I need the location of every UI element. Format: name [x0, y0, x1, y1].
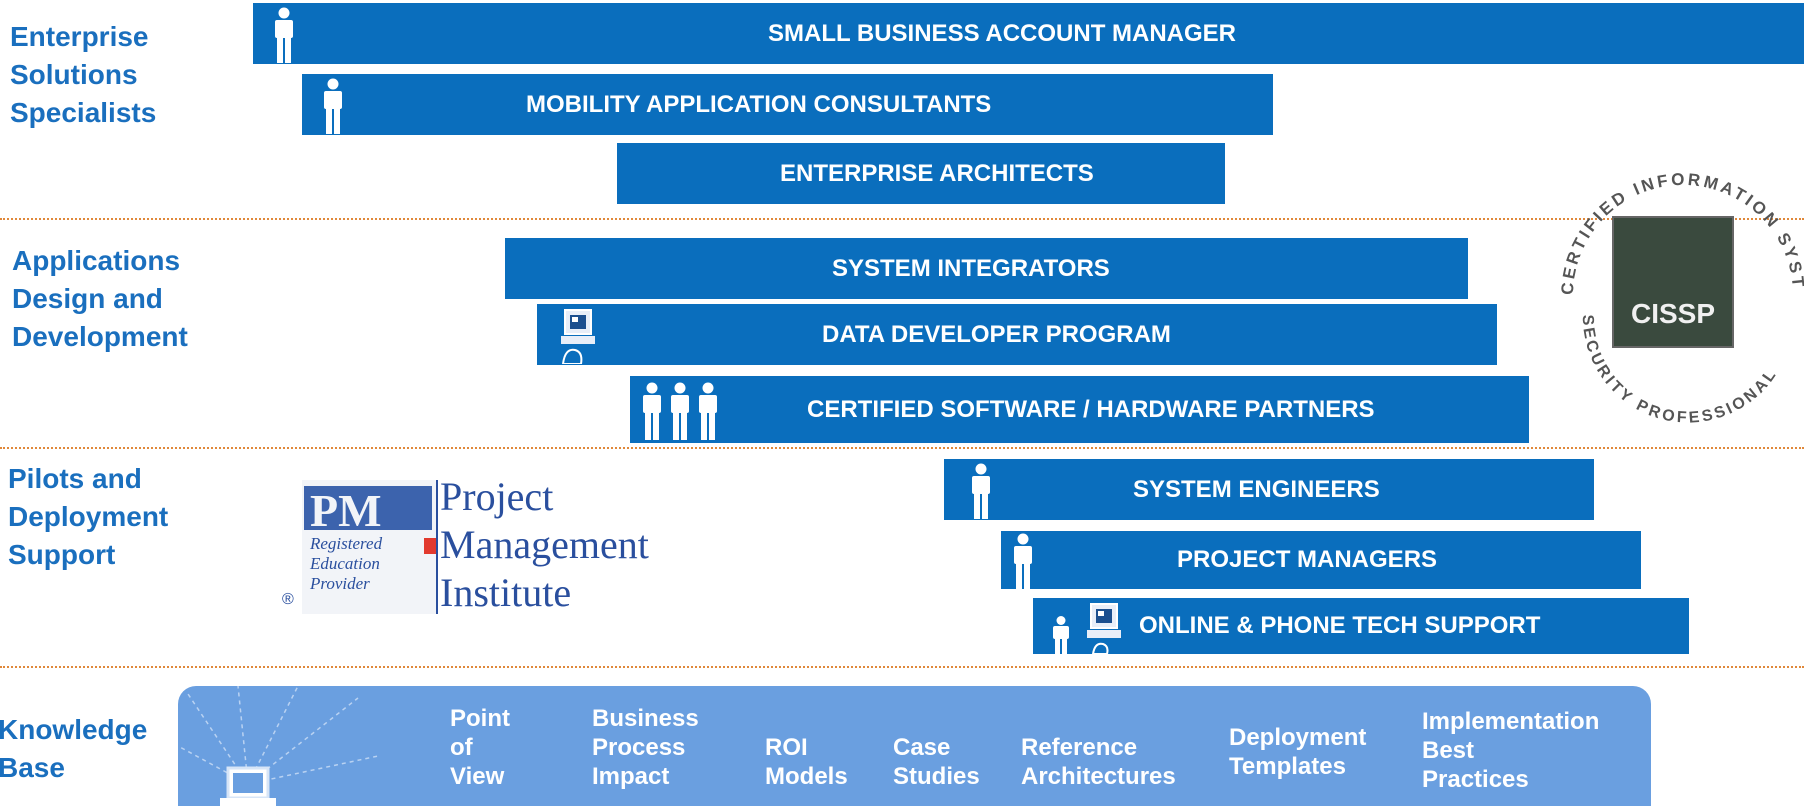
- divider-3: [0, 666, 1804, 668]
- bar-label: DATA DEVELOPER PROGRAM: [822, 320, 1171, 348]
- kb-item-business-process-impact: Business Process Impact: [592, 705, 699, 790]
- person-icon: [324, 78, 342, 134]
- bar-system-integrators: SYSTEM INTEGRATORS: [505, 238, 1468, 299]
- person-icon: [1053, 616, 1069, 654]
- bar-label: CERTIFIED SOFTWARE / HARDWARE PARTNERS: [807, 395, 1375, 423]
- cissp-seal-icon: CERTIFIED INFORMATION SYSTEMS SECURITY P…: [1534, 130, 1804, 427]
- bar-label: SYSTEM ENGINEERS: [1133, 475, 1380, 503]
- bar-mobility-application-consultants: MOBILITY APPLICATION CONSULTANTS: [302, 74, 1273, 135]
- bar-system-engineers: SYSTEM ENGINEERS: [944, 459, 1594, 520]
- category-pilots-deployment: Pilots and Deployment Support: [8, 463, 169, 570]
- kb-item-deployment-templates: Deployment Templates: [1229, 724, 1367, 780]
- person-icon: [1014, 533, 1032, 589]
- pmi-badge-text: Registered Education Provider: [310, 534, 383, 593]
- bar-label: ONLINE & PHONE TECH SUPPORT: [1139, 612, 1541, 639]
- pmi-registered-mark: ®: [282, 591, 294, 608]
- bar-label: SYSTEM INTEGRATORS: [832, 254, 1110, 282]
- bar-small-business-account-manager: SMALL BUSINESS ACCOUNT MANAGER: [253, 3, 1804, 64]
- person-group-icon: [643, 382, 717, 440]
- computer-user-icon: [1087, 603, 1121, 654]
- category-knowledge-base: Knowledge Base: [0, 714, 148, 783]
- divider-1: [0, 218, 1804, 220]
- kb-item-case-studies: Case Studies: [893, 734, 980, 790]
- cissp-center-label: CISSP: [1631, 298, 1715, 329]
- divider-2: [0, 447, 1804, 449]
- kb-item-implementation-best-practices: Implementation Best Practices: [1422, 708, 1600, 793]
- kb-item-roi-models: ROI Models: [765, 734, 848, 790]
- bar-data-developer-program: DATA DEVELOPER PROGRAM: [537, 304, 1497, 365]
- person-icon: [275, 7, 293, 63]
- kb-item-point-of-view: Point of View: [450, 705, 510, 790]
- pmi-line-management: Management: [440, 522, 649, 567]
- pmi-line-institute: Institute: [440, 570, 572, 615]
- pmi-mark-icon: PM: [302, 480, 436, 614]
- person-icon: [972, 463, 990, 519]
- pmi-divider: [436, 480, 438, 614]
- cissp-seal: CERTIFIED INFORMATION SYSTEMS SECURITY P…: [1534, 130, 1804, 427]
- bar-label: PROJECT MANAGERS: [1177, 546, 1438, 573]
- category-enterprise-solutions: Enterprise Solutions Specialists: [10, 21, 157, 128]
- knowledge-base-panel: Point of View Business Process Impact RO…: [178, 686, 1651, 806]
- bar-project-managers: PROJECT MANAGERS: [1001, 531, 1641, 589]
- pmi-line-project: Project: [440, 474, 554, 519]
- category-applications-design: Applications Design and Development: [12, 245, 188, 352]
- kb-item-reference-architectures: Reference Architectures: [1021, 734, 1176, 790]
- bar-label: ENTERPRISE ARCHITECTS: [780, 159, 1094, 187]
- bar-label: MOBILITY APPLICATION CONSULTANTS: [526, 90, 992, 118]
- svg-text:PM: PM: [310, 485, 382, 536]
- computer-user-icon: [561, 309, 595, 364]
- bar-enterprise-architects: ENTERPRISE ARCHITECTS: [617, 143, 1225, 204]
- bar-label: SMALL BUSINESS ACCOUNT MANAGER: [768, 19, 1237, 47]
- pmi-logo: PM ® Registered Education Provider Proje…: [282, 476, 652, 618]
- bar-certified-partners: CERTIFIED SOFTWARE / HARDWARE PARTNERS: [630, 376, 1529, 443]
- laptop-network-icon: [178, 686, 379, 806]
- bar-online-phone-tech-support: ONLINE & PHONE TECH SUPPORT: [1033, 598, 1689, 654]
